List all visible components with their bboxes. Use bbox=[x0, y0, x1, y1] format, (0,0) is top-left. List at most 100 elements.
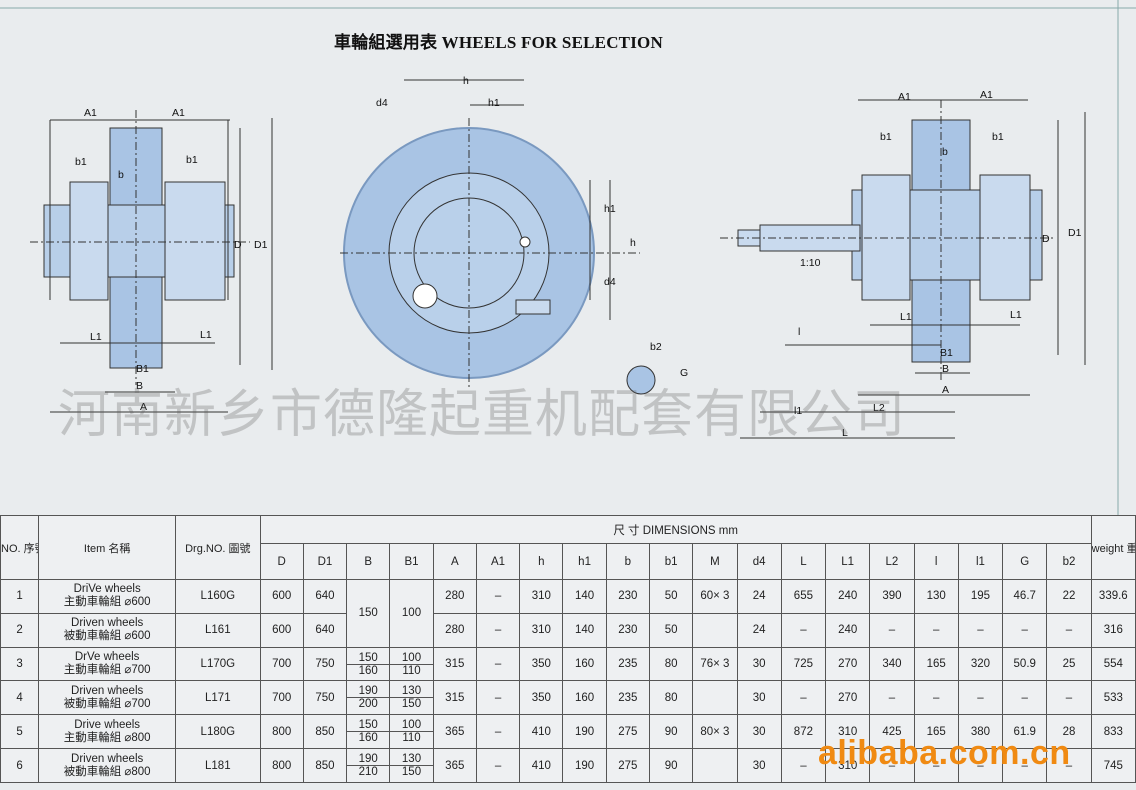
row-h1: 140 bbox=[562, 579, 607, 614]
right-section-view bbox=[720, 99, 1086, 439]
item-name-cn: 主動車輪組 ⌀800 bbox=[63, 731, 151, 744]
dim-label-d4-side: d4 bbox=[604, 276, 616, 288]
row-b: 230 bbox=[605, 579, 650, 614]
dim-label-b-right: b bbox=[942, 146, 948, 158]
row-drg: L180G bbox=[175, 714, 261, 750]
header-col-h1: h1 bbox=[562, 543, 607, 580]
row-d: 800 bbox=[259, 714, 304, 750]
row-b1-value: 130 bbox=[390, 685, 433, 699]
row-b1: 50 bbox=[648, 612, 694, 648]
row-g: 61.9 bbox=[1002, 714, 1048, 750]
row-d1: 750 bbox=[302, 680, 348, 716]
dim-label-a1-left-1: A1 bbox=[84, 107, 97, 119]
dim-label-h1-top: h1 bbox=[488, 97, 500, 109]
row-l1: 270 bbox=[825, 680, 871, 716]
item-name-en: Driven wheels bbox=[71, 752, 144, 765]
row-no: 4 bbox=[0, 680, 40, 716]
row-b1-value: 110 bbox=[402, 664, 421, 677]
row-b2: 25 bbox=[1046, 646, 1092, 682]
dim-label-l2: L2 bbox=[873, 402, 885, 414]
row-b-value: 150 bbox=[347, 652, 389, 665]
row-b1-value: 100 bbox=[401, 607, 422, 620]
row-l2: – bbox=[869, 680, 915, 716]
row-d1: 750 bbox=[302, 646, 348, 682]
row-g: 50.9 bbox=[1002, 646, 1048, 682]
alibaba-brand-watermark: alibaba.com.cn bbox=[818, 734, 1071, 772]
row-b1: 80 bbox=[648, 680, 694, 716]
row-h: 410 bbox=[519, 748, 564, 783]
row-b-value: 190 bbox=[347, 685, 389, 699]
header-col-d1: D1 bbox=[302, 543, 348, 580]
row-a1: – bbox=[475, 579, 521, 614]
dim-label-h-top: h bbox=[463, 75, 469, 87]
row-a1: – bbox=[475, 680, 521, 716]
row-b-value: 150 bbox=[347, 719, 389, 733]
row-m bbox=[692, 748, 738, 783]
row-b: 275 bbox=[605, 748, 650, 783]
row-b2: – bbox=[1046, 680, 1092, 716]
dim-label-a-left: A bbox=[140, 401, 147, 413]
row-b1-value: 100 bbox=[390, 652, 433, 665]
row-h: 350 bbox=[519, 646, 564, 682]
row-b1-value: 110 bbox=[402, 732, 421, 745]
row-no: 2 bbox=[0, 612, 40, 648]
row-h: 310 bbox=[519, 579, 564, 614]
row-d: 800 bbox=[259, 748, 304, 783]
row-l1: 380 bbox=[957, 714, 1004, 750]
row-l: 130 bbox=[913, 579, 959, 614]
row-weight: 833 bbox=[1090, 714, 1136, 750]
row-b-value: 190 bbox=[347, 753, 389, 767]
header-col-b2: b2 bbox=[1046, 543, 1092, 580]
row-weight: 533 bbox=[1090, 680, 1136, 716]
header-col-d: D bbox=[259, 543, 304, 580]
row-d: 600 bbox=[259, 612, 304, 648]
row-drg: L170G bbox=[175, 646, 261, 682]
header-col-h: h bbox=[519, 543, 564, 580]
row-l1: 320 bbox=[957, 646, 1004, 682]
row-no: 5 bbox=[0, 714, 40, 750]
row-d4: 24 bbox=[736, 579, 782, 614]
row-l1: 270 bbox=[825, 646, 871, 682]
header-col-b: b bbox=[605, 543, 650, 580]
item-name-en: Drive wheels bbox=[74, 718, 141, 731]
row-weight: 339.6 bbox=[1090, 579, 1136, 614]
row-l: – bbox=[913, 612, 959, 648]
header-dimensions: 尺 寸 DIMENSIONS mm bbox=[259, 515, 1092, 544]
item-name-en: DrVe wheels bbox=[74, 651, 140, 664]
row-a: 315 bbox=[432, 646, 477, 682]
dim-label-d1-right: D1 bbox=[1068, 227, 1082, 239]
row-l2: – bbox=[869, 612, 915, 648]
row-b: 150 bbox=[346, 579, 391, 648]
row-b1-value: 150 bbox=[401, 766, 422, 779]
wheel-spec-table: NO. 序號 Item 名稱 Drg.NO. 圖號 尺 寸 DIMENSIONS… bbox=[0, 515, 1136, 783]
dim-label-a-right: A bbox=[942, 384, 949, 396]
dim-label-bb-left: B bbox=[136, 380, 143, 392]
header-col-a: A bbox=[432, 543, 477, 580]
dim-label-b1-left: B1 bbox=[136, 363, 149, 375]
row-b-value: 150 bbox=[358, 607, 378, 620]
row-m: 60× 3 bbox=[692, 579, 738, 614]
dim-label-l: l bbox=[798, 326, 800, 338]
row-b1: 50 bbox=[648, 579, 694, 614]
row-d: 600 bbox=[259, 579, 304, 614]
header-col-b1: B1 bbox=[389, 543, 434, 580]
left-section-view bbox=[30, 110, 273, 413]
dim-label-d-left: D bbox=[234, 239, 242, 251]
row-a1: – bbox=[475, 748, 521, 783]
item-name-en: Driven wheels bbox=[71, 617, 144, 630]
header-col-l1: L1 bbox=[825, 543, 871, 580]
row-d1: 850 bbox=[302, 748, 348, 783]
row-b-value: 160 bbox=[358, 732, 378, 745]
row-b-value: 210 bbox=[358, 766, 378, 779]
row-h: 310 bbox=[519, 612, 564, 648]
dim-label-bb-right: B bbox=[942, 363, 949, 375]
header-col-l1: l1 bbox=[957, 543, 1004, 580]
dim-label-b2: b2 bbox=[650, 341, 662, 353]
